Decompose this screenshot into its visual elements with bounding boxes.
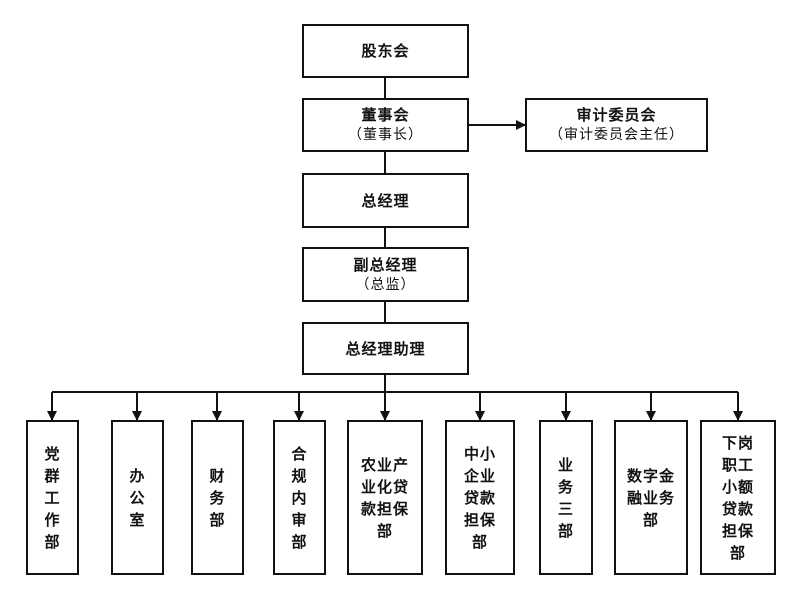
dept-label: 合规内审部 [291,444,308,551]
board-box: 董事会 （董事长） [302,98,469,152]
shareholders-label: 股东会 [361,42,410,60]
dept-label: 办公室 [129,466,146,529]
deputy-gm-sublabel: （总监） [355,276,416,293]
audit-label: 审计委员会 [576,106,657,124]
dept-box-7: 业务三部 [539,420,593,575]
gm-box: 总经理 [302,173,469,228]
dept-label: 业务三部 [557,455,574,540]
dept-box-4: 合规内审部 [273,420,326,575]
dept-label: 下岗职工小额贷款担保部 [721,433,754,562]
dept-box-9: 下岗职工小额贷款担保部 [700,420,776,575]
gm-label: 总经理 [361,191,410,210]
dept-label: 中小企业贷款担保部 [463,444,496,551]
audit-sublabel: （审计委员会主任） [549,127,684,143]
dept-box-5: 农业产业化贷款担保部 [347,420,423,575]
dept-box-2: 办公室 [111,420,164,575]
dept-box-3: 财务部 [191,420,244,575]
dept-box-8: 数字金融业务部 [614,420,688,575]
deputy-gm-box: 副总经理 （总监） [302,247,469,302]
gm-assistant-label: 总经理助理 [345,339,426,358]
gm-assistant-box: 总经理助理 [302,322,469,375]
dept-box-1: 党群工作部 [26,420,79,575]
board-sublabel: （董事长） [348,127,423,143]
dept-label: 党群工作部 [44,444,61,551]
dept-box-6: 中小企业贷款担保部 [445,420,515,575]
dept-label: 农业产业化贷款担保部 [360,455,409,540]
dept-label: 财务部 [209,466,226,529]
dept-label: 数字金融业务部 [626,466,675,529]
shareholders-box: 股东会 [302,24,469,78]
board-label: 董事会 [361,106,410,124]
deputy-gm-label: 副总经理 [353,255,418,274]
audit-box: 审计委员会 （审计委员会主任） [525,98,708,152]
